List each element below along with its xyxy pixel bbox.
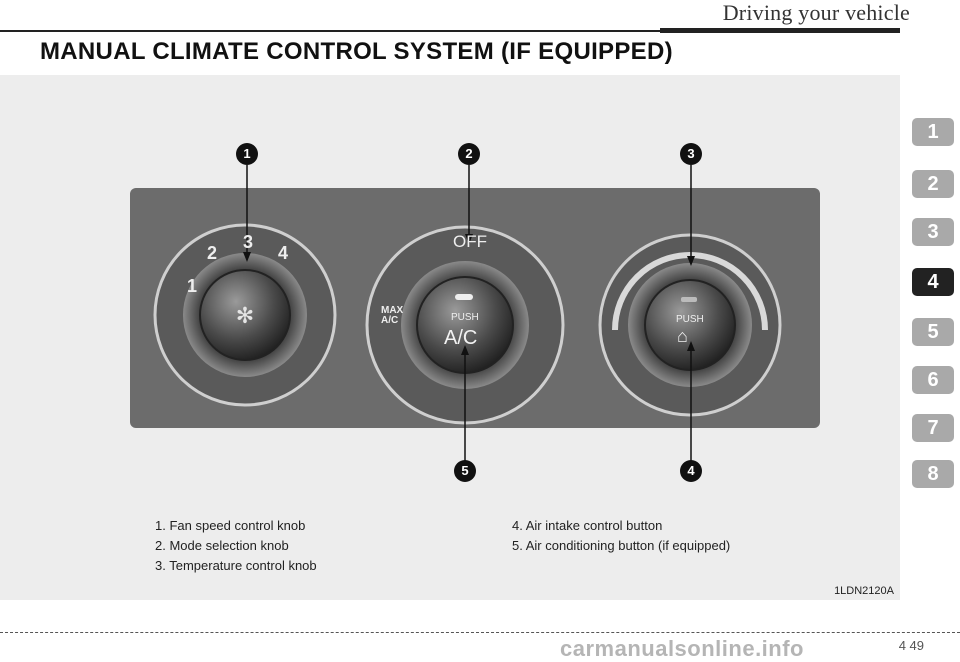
footer-rule: [0, 632, 960, 633]
max-ac-label: MAX A/C: [381, 305, 404, 326]
page-number: 4 49: [898, 638, 924, 653]
chapter-tab-5[interactable]: 5: [912, 318, 954, 346]
legend-item-temperature: 3. Temperature control knob: [155, 558, 317, 573]
legend-item-air-intake: 4. Air intake control button: [512, 518, 663, 533]
chapter-tab-1[interactable]: 1: [912, 118, 954, 146]
header-rule-accent: [660, 28, 900, 33]
legend-item-air-conditioning: 5. Air conditioning button (if equipped): [512, 538, 731, 553]
ac-push-label: PUSH: [451, 312, 479, 323]
chapter-tab-8[interactable]: 8: [912, 460, 954, 488]
callout-1: 1: [236, 143, 258, 165]
air-intake-icon[interactable]: ⌂: [677, 326, 688, 346]
chapter-tab-2[interactable]: 2: [912, 170, 954, 198]
fan-speed-knob: ✻: [153, 223, 337, 407]
figure-code: 1LDN2120A: [834, 585, 894, 597]
fan-mark-3: 3: [243, 232, 254, 252]
callout-2: 2: [458, 143, 480, 165]
callout-5: 5: [454, 460, 476, 482]
callout-4: 4: [680, 460, 702, 482]
legend-item-mode-selection: 2. Mode selection knob: [155, 538, 289, 553]
legend-item-fan-speed: 1. Fan speed control knob: [155, 518, 306, 533]
temperature-control-knob: [598, 233, 782, 417]
watermark: carmanualsonline.info: [560, 636, 804, 661]
fan-mark-1: 1: [187, 276, 198, 296]
chapter-tab-6[interactable]: 6: [912, 366, 954, 394]
chapter-tab-7[interactable]: 7: [912, 414, 954, 442]
header-rule: [0, 30, 900, 32]
page-title: MANUAL CLIMATE CONTROL SYSTEM (IF EQUIPP…: [40, 38, 673, 65]
ac-button-label[interactable]: A/C: [444, 327, 478, 349]
fan-mark-2: 2: [207, 243, 218, 263]
fan-mark-4: 4: [278, 243, 289, 263]
callout-3: 3: [680, 143, 702, 165]
intake-push-label: PUSH: [676, 314, 704, 325]
mode-selection-knob: [365, 225, 565, 425]
chapter-tab-4[interactable]: 4: [912, 268, 954, 296]
section-title: Driving your vehicle: [722, 0, 910, 25]
mode-off-label: OFF: [453, 232, 487, 251]
chapter-tab-3[interactable]: 3: [912, 218, 954, 246]
svg-text:✻: ✻: [236, 304, 254, 329]
